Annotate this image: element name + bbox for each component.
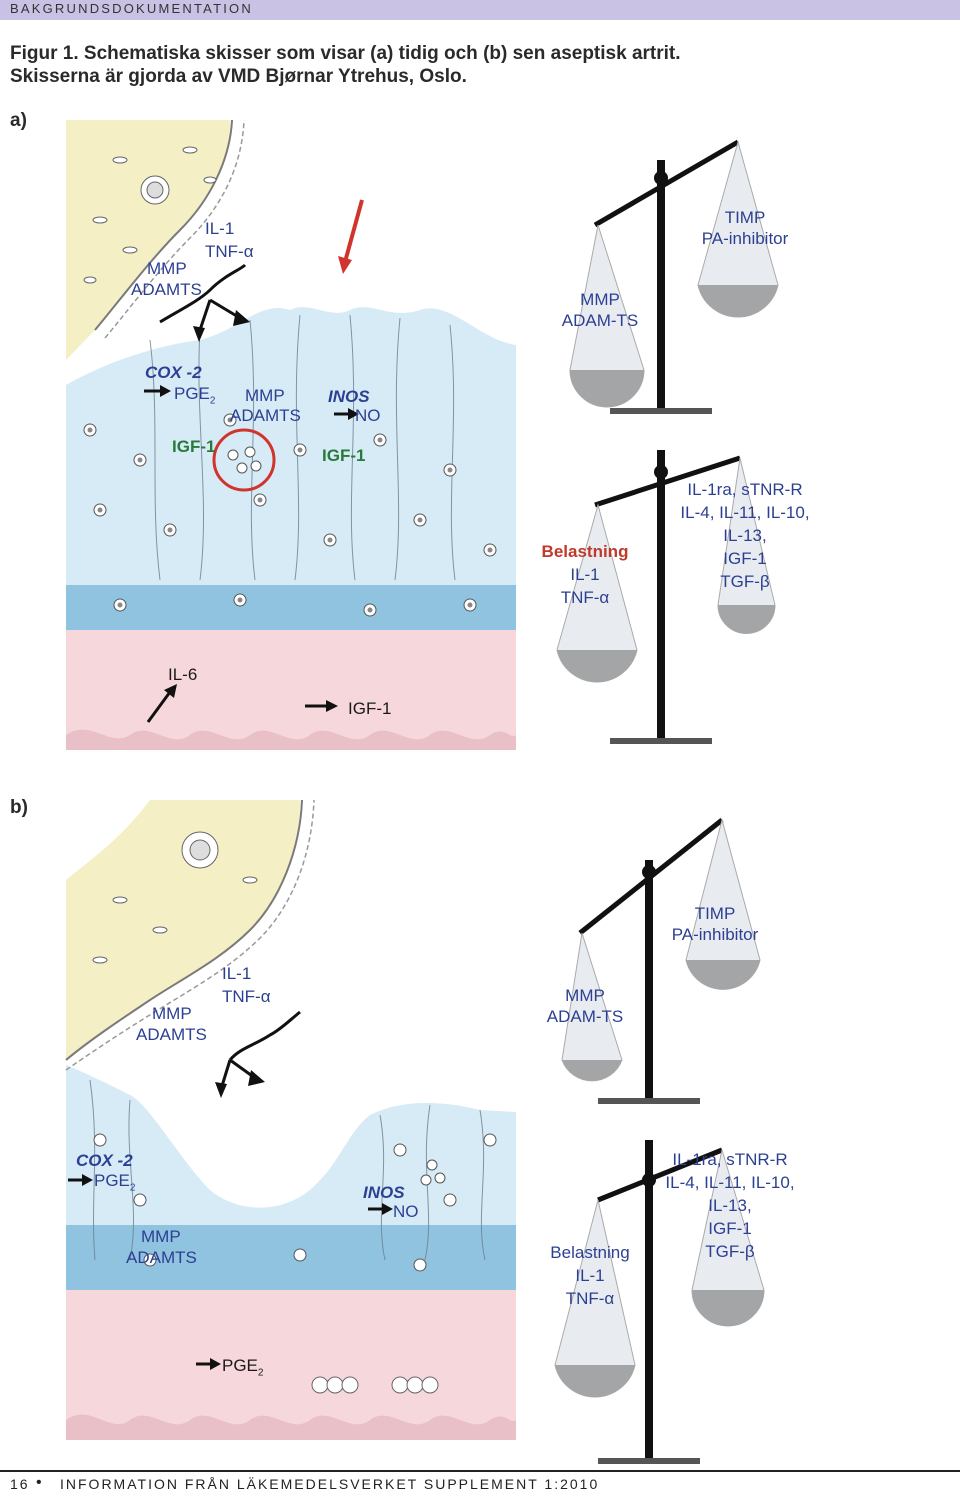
panel-a-il6: IL-6 bbox=[168, 665, 198, 684]
panel-a-no: NO bbox=[355, 406, 381, 425]
panel-b-scale-top-left-line-2: ADAM-TS bbox=[546, 1007, 624, 1026]
panel-a-protective-line-5: TGF-β bbox=[720, 572, 770, 591]
panel-a-scale-bottom-left-label: Belastning IL-1 TNF-α bbox=[530, 540, 640, 609]
panel-a-scale-top-left-line-2: ADAM-TS bbox=[561, 311, 639, 330]
page-number: 16 bbox=[10, 1476, 30, 1492]
panel-b-il1: IL-1 bbox=[222, 964, 252, 983]
panel-b-pge2: PGE2 bbox=[94, 1170, 135, 1198]
footer-publication: INFORMATION FRÅN LÄKEMEDELSVERKET SUPPLE… bbox=[60, 1476, 600, 1492]
panel-a-tnfa: TNF-α bbox=[205, 242, 254, 261]
panel-a-igf1-left: IGF-1 bbox=[172, 437, 216, 456]
panel-b-adamts: ADAMTS bbox=[136, 1025, 207, 1044]
panel-a-belastning: Belastning bbox=[541, 542, 629, 561]
panel-b-tnfa: TNF-α bbox=[222, 987, 271, 1006]
panel-a-pge2: PGE2 bbox=[174, 383, 215, 411]
panel-b-adamts-cartilage: ADAMTS bbox=[126, 1248, 197, 1267]
panel-b-cox2: COX -2 bbox=[76, 1151, 133, 1170]
panel-b-protective-line-5: TGF-β bbox=[705, 1242, 755, 1261]
panel-b-mmp: MMP bbox=[152, 1004, 192, 1023]
panel-b-pge2-text: PGE bbox=[94, 1171, 130, 1190]
panel-a-pge2-text: PGE bbox=[174, 384, 210, 403]
panel-b-protective-line-4: IGF-1 bbox=[708, 1219, 752, 1238]
panel-a-label: a) bbox=[10, 110, 27, 131]
panel-b-scale-bottom-right-label: IL-1ra, sTNR-R IL-4, IL-11, IL-10, IL-13… bbox=[650, 1148, 810, 1263]
panel-b-scale-top-left-line-1: MMP bbox=[565, 986, 605, 1005]
figure-caption-line-2: Skisserna är gjorda av VMD Bjørnar Ytreh… bbox=[10, 66, 467, 87]
panel-a-scale-bottom-right-label: IL-1ra, sTNR-R IL-4, IL-11, IL-10, IL-13… bbox=[665, 478, 825, 593]
panel-a-mmp: MMP bbox=[147, 259, 187, 278]
panel-b-pge2-subscript: 2 bbox=[129, 1182, 136, 1194]
panel-a-igf1-bottom: IGF-1 bbox=[348, 699, 392, 718]
panel-a-scale-top-right-label: TIMP PA-inhibitor bbox=[690, 207, 800, 249]
panel-b-scale-bottom-left-label: Belastning IL-1 TNF-α bbox=[535, 1241, 645, 1310]
panel-b-pge2-bottom-text: PGE bbox=[222, 1356, 258, 1375]
footer-rule bbox=[0, 1470, 960, 1472]
panel-b-pge2-bottom-subscript: 2 bbox=[257, 1367, 264, 1379]
panel-b-pge2-bottom: PGE2 bbox=[222, 1355, 263, 1383]
panel-b-belastning: Belastning bbox=[550, 1243, 630, 1262]
panel-b-belastning-il1: IL-1 bbox=[575, 1266, 605, 1285]
panel-b-scale-top-right-line-2: PA-inhibitor bbox=[671, 925, 759, 944]
panel-a-adamts-cartilage: ADAMTS bbox=[230, 406, 301, 425]
panel-a-scale-top-left-label: MMP ADAM-TS bbox=[545, 289, 655, 331]
panel-a-inos: INOS bbox=[328, 387, 370, 406]
panel-b-scale-top-right-label: TIMP PA-inhibitor bbox=[660, 903, 770, 945]
panel-b-protective-line-2: IL-4, IL-11, IL-10, bbox=[665, 1173, 795, 1192]
panel-a-belastning-il1: IL-1 bbox=[570, 565, 600, 584]
panel-b-belastning-tnfa: TNF-α bbox=[565, 1289, 615, 1308]
panel-a-protective-line-1: IL-1ra, sTNR-R bbox=[687, 480, 803, 499]
panel-b-protective-line-1: IL-1ra, sTNR-R bbox=[672, 1150, 788, 1169]
panel-a-scale-top-right-line-1: TIMP bbox=[724, 208, 766, 227]
footer-bullet-icon: • bbox=[36, 1474, 44, 1491]
panel-a-il1: IL-1 bbox=[205, 219, 235, 238]
panel-a-scale-top-left-line-1: MMP bbox=[580, 290, 620, 309]
panel-a-scale-top-right-line-2: PA-inhibitor bbox=[701, 229, 789, 248]
page-footer: 16 • INFORMATION FRÅN LÄKEMEDELSVERKET S… bbox=[0, 1470, 960, 1497]
panel-b-mmp-cartilage: MMP bbox=[141, 1227, 181, 1246]
panel-a-mmp-cartilage: MMP bbox=[245, 386, 285, 405]
section-header-bar: BAKGRUNDSDOKUMENTATION bbox=[0, 0, 960, 20]
panel-b-inos: INOS bbox=[363, 1183, 405, 1202]
panel-a-adamts: ADAMTS bbox=[131, 280, 202, 299]
panel-a-igf1-right: IGF-1 bbox=[322, 446, 366, 465]
panel-a-protective-line-3: IL-13, bbox=[723, 526, 767, 545]
panel-a-cox2: COX -2 bbox=[145, 363, 202, 382]
panel-b-protective-line-3: IL-13, bbox=[708, 1196, 752, 1215]
figure-caption-line-1: Figur 1. Schematiska skisser som visar (… bbox=[10, 43, 681, 64]
panel-b-no: NO bbox=[393, 1202, 419, 1221]
figure-caption: Figur 1. Schematiska skisser som visar (… bbox=[10, 42, 910, 88]
panel-a-protective-line-2: IL-4, IL-11, IL-10, bbox=[680, 503, 810, 522]
panel-a-protective-line-4: IGF-1 bbox=[723, 549, 767, 568]
section-header-label: BAKGRUNDSDOKUMENTATION bbox=[10, 1, 253, 16]
panel-b-scale-top-right-line-1: TIMP bbox=[694, 904, 736, 923]
panel-a-belastning-tnfa: TNF-α bbox=[560, 588, 610, 607]
panel-b-label: b) bbox=[10, 797, 28, 818]
panel-b-scale-top-left-label: MMP ADAM-TS bbox=[530, 985, 640, 1027]
panel-a-pge2-subscript: 2 bbox=[209, 395, 216, 407]
